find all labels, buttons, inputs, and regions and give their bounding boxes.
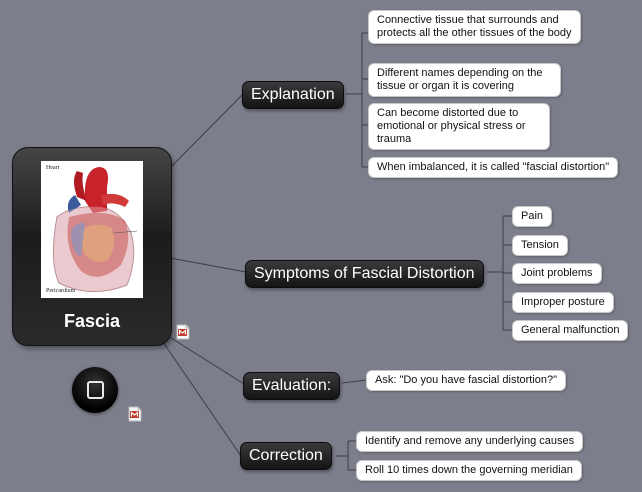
home-button-icon[interactable] [72,367,118,413]
evaluation-item[interactable]: Ask: "Do you have fascial distortion?" [366,370,567,391]
explanation-item[interactable]: Different names depending on the tissue … [368,63,561,97]
home-square-icon [87,381,104,399]
topic-symptoms[interactable]: Symptoms of Fascial Distortion [245,260,484,288]
central-title: Fascia [63,311,121,331]
pericardium-label: Pericardium [46,288,76,294]
topic-evaluation[interactable]: Evaluation: [243,372,341,400]
symptom-item[interactable]: Tension [512,235,568,256]
symptom-item[interactable]: Improper posture [512,292,614,313]
explanation-item[interactable]: Connective tissue that surrounds and pro… [368,10,581,44]
topic-explanation[interactable]: Explanation [242,81,344,109]
note-icon[interactable] [176,324,190,340]
note-icon[interactable] [128,406,142,422]
heart-label: Heart [46,165,60,171]
correction-item[interactable]: Identify and remove any underlying cause… [356,431,584,452]
symptom-item[interactable]: General malfunction [512,320,629,341]
heart-image: Heart Pericardium [41,161,143,298]
explanation-item[interactable]: When imbalanced, it is called "fascial d… [368,157,619,178]
central-topic[interactable]: Heart Pericardium Fascia [12,147,172,346]
topic-correction[interactable]: Correction [240,442,332,470]
symptom-item[interactable]: Pain [512,206,553,227]
symptom-item[interactable]: Joint problems [512,263,602,284]
correction-item[interactable]: Roll 10 times down the governing meridia… [356,460,582,481]
explanation-item[interactable]: Can become distorted due to emotional or… [368,103,550,150]
